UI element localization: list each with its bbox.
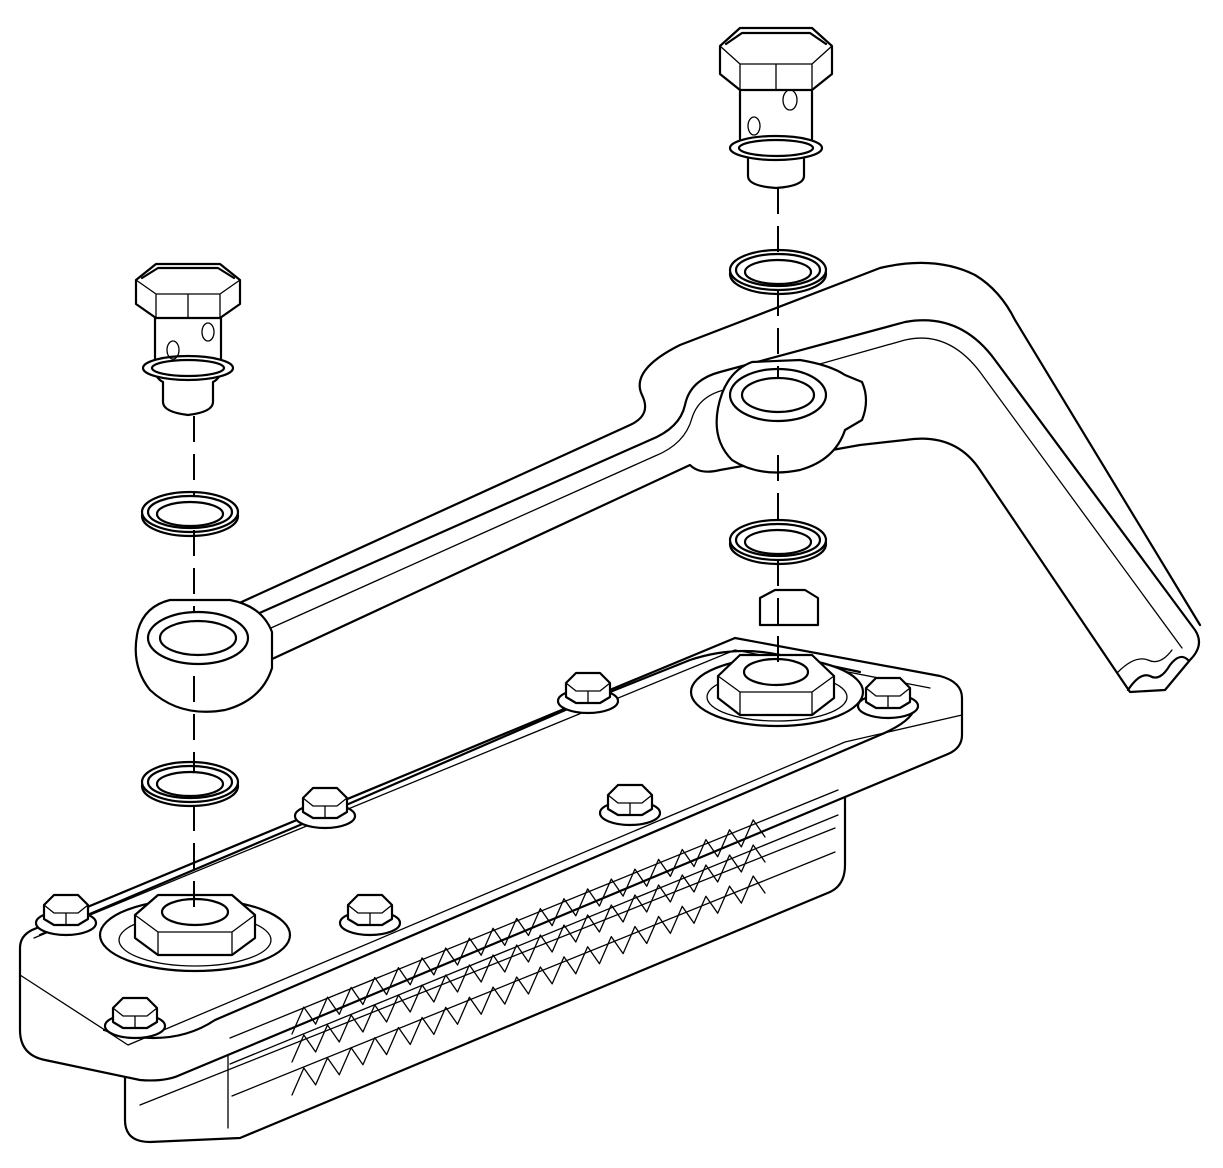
mounting-bolt-icon (856, 676, 920, 720)
cooler-fin-row (291, 819, 766, 1035)
mounting-bolt-icon (556, 671, 620, 715)
cooler-fin-row (291, 844, 766, 1063)
mounting-bolt-icon (103, 996, 167, 1040)
mounting-bolt-icon (293, 786, 357, 830)
sealing-washer-icon (728, 518, 828, 566)
banjo-fitting-icon (134, 598, 274, 713)
oil-cooler-body-icon (18, 636, 964, 1144)
mounting-bolt-icon (338, 893, 402, 937)
banjo-bolt-icon (718, 26, 834, 190)
sealing-washer-icon (140, 760, 240, 808)
mounting-bolt-icon (598, 783, 662, 827)
sealing-washer-icon (728, 248, 828, 296)
hex-nut-icon (716, 588, 836, 717)
assembly-axis-lines (193, 188, 779, 910)
hex-nut-icon (133, 893, 257, 957)
mounting-bolt-icon (34, 893, 98, 937)
banjo-bolt-icon (134, 262, 242, 417)
banjo-fitting-icon (715, 358, 868, 474)
sealing-washer-icon (140, 490, 240, 538)
oil-pipe-icon (233, 261, 1202, 694)
cooler-fin-row (291, 875, 766, 1096)
